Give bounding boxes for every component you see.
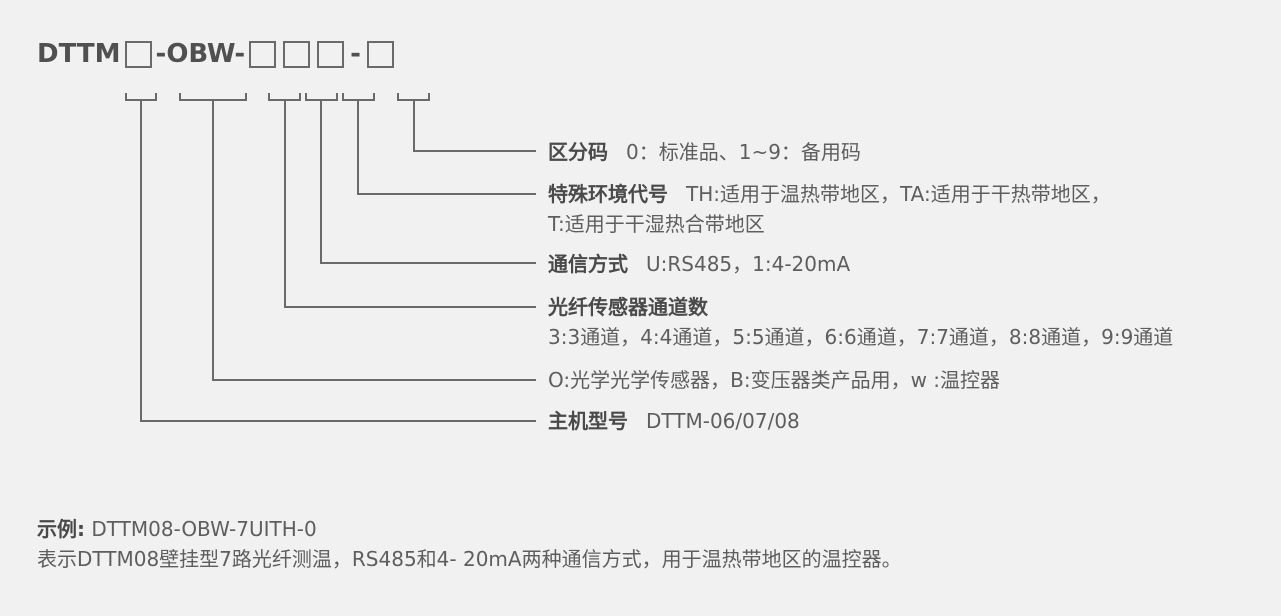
- field-desc: DTTM-06/07/08: [646, 409, 800, 433]
- field-desc-2: T:适用于干湿热合带地区: [548, 212, 765, 236]
- field-label: 主机型号: [548, 409, 628, 433]
- placeholder-box-5: [366, 40, 394, 68]
- bracket-channels: [268, 93, 301, 101]
- field-desc: 0：标准品、1~9：备用码: [626, 140, 861, 164]
- field-label: 区分码: [548, 140, 608, 164]
- field-desc: TH:适用于温热带地区，TA:适用于干热带地区，: [686, 182, 1111, 206]
- example-code: DTTM08-OBW-7UITH-0: [85, 517, 317, 541]
- bracket-sensor-type: [179, 93, 247, 101]
- field-desc: U:RS485，1:4-20mA: [646, 252, 851, 276]
- field-label: 特殊环境代号: [548, 182, 668, 206]
- field-host-model: 主机型号 DTTM-06/07/08: [548, 406, 800, 436]
- field-comm: 通信方式 U:RS485，1:4-20mA: [548, 249, 850, 279]
- leader-channels: [284, 100, 536, 308]
- placeholder-box-2: [249, 40, 277, 68]
- example-explanation: 表示DTTM08壁挂型7路光纤测温，RS485和4- 20mA两种通信方式，用于…: [37, 547, 902, 571]
- leader-host-model: [140, 100, 536, 422]
- model-dash: -: [350, 39, 361, 69]
- placeholder-box-4: [317, 40, 345, 68]
- example-label: 示例:: [37, 517, 85, 541]
- bracket-environment: [342, 93, 375, 101]
- leader-environment: [357, 100, 536, 195]
- leader-sensor-type: [212, 100, 536, 381]
- model-code: DTTM -OBW- -: [37, 32, 398, 76]
- bracket-comm: [305, 93, 338, 101]
- bracket-distinction: [397, 93, 430, 101]
- leader-distinction: [413, 100, 536, 152]
- placeholder-box-3: [283, 40, 311, 68]
- placeholder-box-1: [124, 40, 152, 68]
- model-middle: -OBW-: [155, 39, 246, 69]
- field-environment: 特殊环境代号 TH:适用于温热带地区，TA:适用于干热带地区， T:适用于干湿热合…: [548, 179, 1111, 239]
- example-block: 示例: DTTM08-OBW-7UITH-0 表示DTTM08壁挂型7路光纤测温…: [37, 514, 902, 574]
- bracket-host-model: [125, 93, 157, 101]
- field-channels: 光纤传感器通道数 3:3通道，4:4通道，5:5通道，6:6通道，7:7通道，8…: [548, 292, 1173, 352]
- field-label: 通信方式: [548, 252, 628, 276]
- model-prefix: DTTM: [37, 39, 121, 69]
- leader-comm: [320, 100, 536, 264]
- field-desc: O:光学光学传感器，B:变压器类产品用，w :温控器: [548, 368, 1001, 392]
- field-label: 光纤传感器通道数: [548, 295, 708, 319]
- field-distinction: 区分码 0：标准品、1~9：备用码: [548, 137, 861, 167]
- field-desc-2: 3:3通道，4:4通道，5:5通道，6:6通道，7:7通道，8:8通道，9:9通…: [548, 325, 1174, 349]
- field-sensor-type: O:光学光学传感器，B:变压器类产品用，w :温控器: [548, 365, 1000, 395]
